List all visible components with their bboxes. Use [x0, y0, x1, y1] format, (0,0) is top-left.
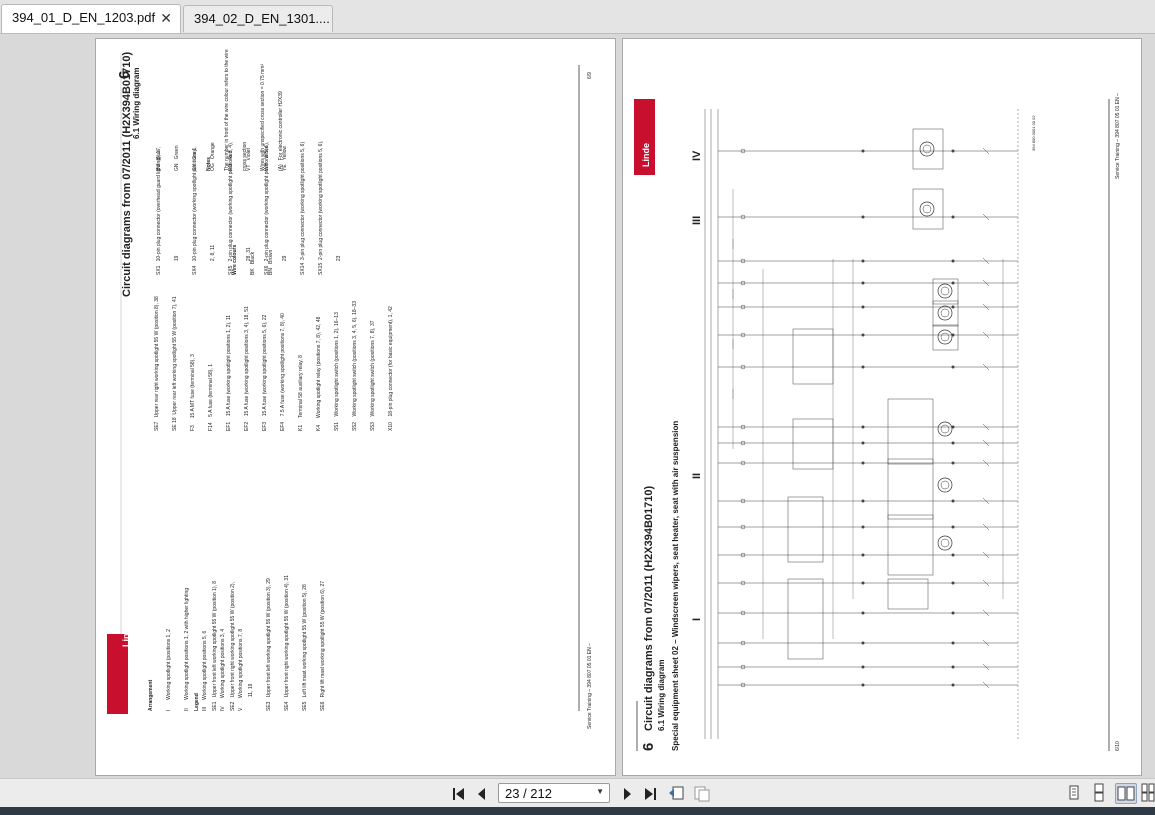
legend-column-2: SE7 Upper rear right working spotlight 5… [142, 296, 406, 431]
chapter-number: 6 [640, 742, 657, 751]
list-item: SE6 Right lift mast working spotlight 55… [320, 580, 326, 711]
sheet-title: Special equipment sheet 02 – Windscreen … [671, 420, 680, 751]
list-item: SE1 Upper front left working spotlight 5… [212, 580, 218, 711]
list-item: S52 Working spotlight switch (positions … [352, 301, 358, 431]
pdf-page-left: Circuit diagrams from 07/2011 (H2X394B01… [95, 38, 616, 776]
list-item: SE7 Upper rear right working spotlight 5… [154, 296, 160, 431]
go-forward-view-icon[interactable] [693, 785, 711, 803]
list-item: SE 18 Upper rear left working spotlight … [172, 296, 178, 431]
document-viewer[interactable]: Circuit diagrams from 07/2011 (H2X394B01… [0, 34, 1155, 778]
tab-label: 394_01_D_EN_1203.pdf [12, 10, 156, 25]
list-item: EF1 15 A fuse (working spotlight positio… [226, 314, 232, 431]
left-footer: Service Training – 394 807 05 01 EN – [587, 643, 593, 729]
list-item: Wires with unspecified cross section = 0… [260, 63, 266, 171]
chevron-down-icon: ▼ [596, 787, 604, 796]
list-item: S53 Working spotlight switch (positions … [370, 320, 376, 431]
notes-list: The number in front of the wire colour r… [212, 49, 296, 171]
section-label-iv: IV [691, 150, 703, 161]
tab-document-2[interactable]: 394_02_D_EN_1301.... [183, 5, 333, 32]
list-item: The number in front of the wire colour r… [224, 49, 230, 171]
list-item: SX15 2-pin plug connector (working spotl… [318, 140, 324, 275]
list-item: I Working spotlight (positions 1, 2 [166, 629, 172, 711]
section-label-i: I [691, 617, 703, 621]
facing-continuous-icon [1141, 783, 1155, 802]
single-page-icon [1069, 785, 1079, 800]
right-header-subtitle: 6.1 Wiring diagram [657, 659, 666, 732]
list-item: GY Grey [192, 148, 198, 171]
tab-document-1[interactable]: 394_01_D_EN_1203.pdf ✕ [1, 4, 181, 33]
list-item: (A) For electronic controller H2X39 [278, 91, 284, 171]
left-page-lines [107, 54, 580, 714]
first-page-icon[interactable] [450, 785, 468, 803]
list-item: SE5 Left lift mast working spotlight 55 … [302, 584, 308, 711]
list-item: F3 15 A MT fuse (terminal 58), 3 [190, 354, 196, 431]
list-item: F14 5 A fuse (terminal 58), 1 [208, 364, 214, 431]
list-item: K1 Terminal 58 auxiliary relay, 8 [298, 355, 304, 431]
chapter-number: 6 [116, 70, 133, 79]
continuous-view-button[interactable] [1089, 783, 1111, 804]
list-item: BU Blue [156, 149, 162, 171]
right-header-title: Circuit diagrams from 07/2011 (H2X394B01… [643, 485, 655, 731]
tab-label: 394_02_D_EN_1301.... [194, 11, 330, 26]
left-header-subtitle: 6.1 Wiring diagram [132, 67, 141, 140]
document-code: 394 800 0001 00 02 [1031, 115, 1036, 151]
list-item: SE3 Upper front left working spotlight 5… [266, 578, 272, 711]
continuous-page-icon [1094, 783, 1104, 802]
list-item: X10 18-pin plug connector (for basic equ… [388, 306, 394, 431]
close-icon[interactable]: ✕ [160, 10, 172, 26]
list-item: GN Green [174, 145, 180, 171]
next-page-icon[interactable] [618, 785, 636, 803]
single-page-view-button[interactable] [1064, 783, 1086, 804]
page-number-select[interactable]: 23 / 212 ▼ [498, 783, 610, 803]
list-item: BK Black [250, 251, 256, 275]
list-item: EF3 15 A fuse (working spotlight positio… [262, 314, 268, 431]
wiring-diagram [634, 99, 1110, 751]
facing-pages-view-button[interactable] [1115, 783, 1137, 804]
left-page-label: 6/9 [587, 72, 593, 79]
section-label-iii: III [691, 215, 703, 225]
right-page-label: 6/10 [1115, 741, 1121, 751]
brand-bar [634, 99, 655, 175]
list-item: K4 Working spotlight relay (positions 7,… [316, 316, 322, 431]
legend-column-1: SE1 Upper front left working spotlight 5… [200, 575, 338, 711]
section-label-ii: II [691, 472, 703, 479]
brand-logo: Linde [641, 143, 651, 167]
list-item: EF2 15 A fuse (working spotlight positio… [244, 306, 250, 431]
facing-pages-icon [1117, 786, 1135, 801]
status-strip [0, 807, 1155, 815]
list-item: cross section [242, 141, 248, 171]
go-back-view-icon[interactable] [668, 785, 686, 803]
right-footer: Service Training – 394 807 05 01 EN – [1115, 93, 1121, 179]
list-item: SX14 3-pin plug connector (working spotl… [300, 141, 306, 275]
tab-bar: 394_01_D_EN_1203.pdf ✕ 394_02_D_EN_1301.… [0, 0, 1155, 34]
list-item: 23 [336, 255, 342, 275]
list-item: S51 Working spotlight switch (positions … [334, 312, 340, 431]
list-item: SE2 Upper front right working spotlight … [230, 582, 236, 711]
pdf-page-right: 6 Circuit diagrams from 07/2011 (H2X394B… [622, 38, 1142, 776]
wire-colours-list: BK Black BN Brown [238, 250, 286, 275]
list-item: 11, 19 [248, 683, 254, 711]
list-item: EF4 7.5 A fuse (working spotlight positi… [280, 313, 286, 431]
brand-logo: Linde [121, 623, 131, 647]
page-number-value: 23 / 212 [505, 786, 552, 801]
navigation-toolbar: 23 / 212 ▼ [0, 778, 1155, 808]
list-item: BN Brown [268, 249, 274, 275]
facing-continuous-view-button[interactable] [1140, 783, 1155, 804]
list-item: SE4 Upper front right working spotlight … [284, 575, 290, 711]
previous-page-icon[interactable] [473, 785, 491, 803]
list-item: II Working spotlight positions 1, 2 with… [184, 587, 190, 711]
last-page-icon[interactable] [641, 785, 659, 803]
